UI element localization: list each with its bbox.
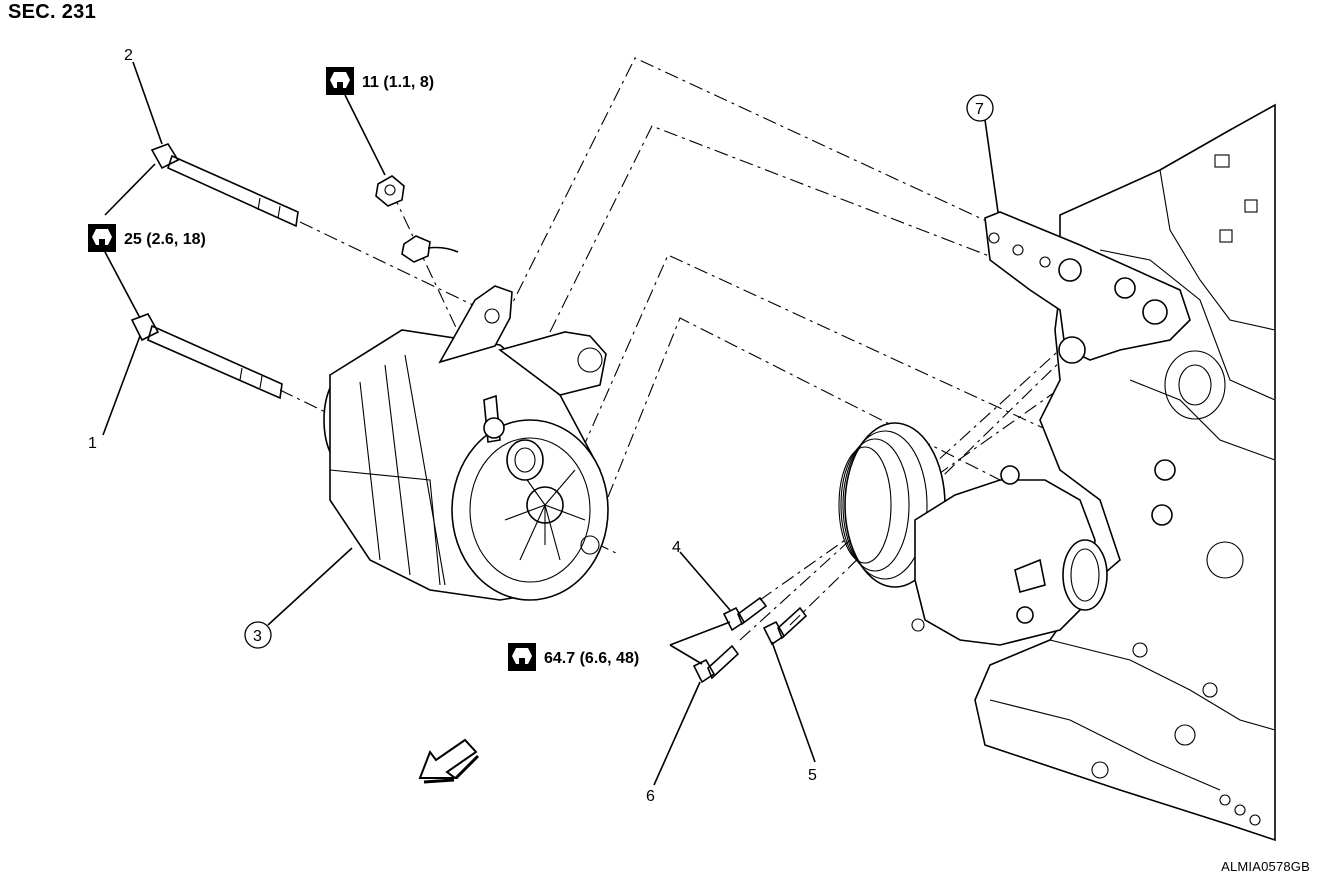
- callout-1: 1: [88, 435, 97, 452]
- torque-wrench-icon: [326, 67, 354, 95]
- torque-wrench-icon: [88, 224, 116, 252]
- alternator-bracket-part-7: [984, 211, 1191, 364]
- torque-wrench-icon: [508, 643, 536, 671]
- torque-spec-lower-bolts: 64.7 (6.6, 48): [544, 650, 639, 667]
- water-pump-pulley: [838, 422, 1176, 646]
- bolt-part-1: [130, 313, 283, 400]
- callout-7: 7: [975, 101, 984, 118]
- callout-4: 4: [672, 539, 681, 556]
- torque-spec-upper-bolts: 25 (2.6, 18): [124, 231, 206, 248]
- leader-lines: [102, 61, 999, 786]
- callout-5: 5: [808, 767, 817, 784]
- front-direction-arrow-icon: [418, 738, 480, 784]
- bolt-part-5: [762, 606, 808, 646]
- callout-7-circle: [966, 94, 994, 122]
- figure-code: ALMIA0578GB: [1221, 859, 1310, 874]
- callout-3-circle: [244, 621, 272, 649]
- bolt-part-6: [692, 644, 740, 684]
- callout-2: 2: [124, 47, 133, 64]
- bolt-part-2: [150, 143, 299, 228]
- engine-block: [974, 103, 1276, 842]
- bolt-part-4: [722, 596, 768, 632]
- section-number: SEC. 231: [8, 1, 97, 23]
- callout-6: 6: [646, 788, 655, 805]
- alternator-part-3: [323, 285, 609, 601]
- terminal-nut: [375, 175, 459, 263]
- callout-3: 3: [253, 628, 262, 645]
- torque-spec-nut: 11 (1.1, 8): [362, 74, 434, 91]
